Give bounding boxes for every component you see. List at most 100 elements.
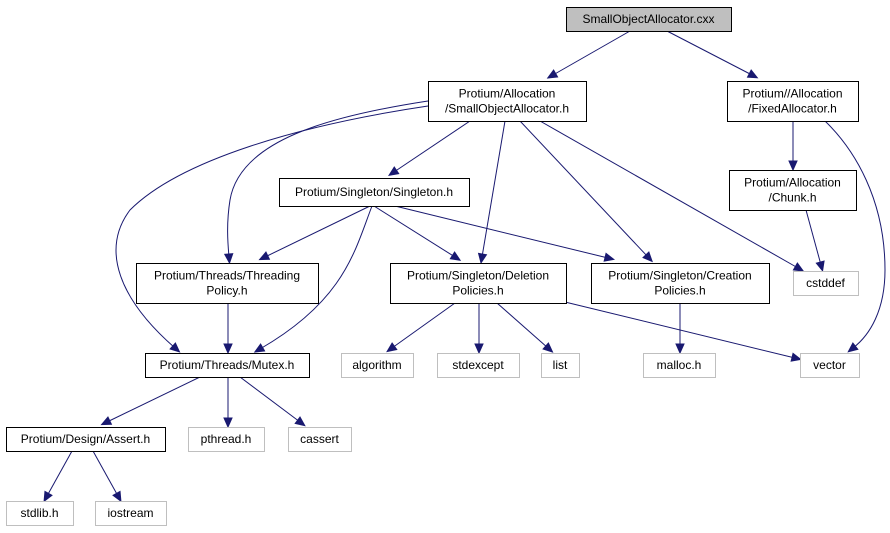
node-box-deletion_h [390,263,567,304]
node-box-singleton_h [279,178,470,207]
edge-singleton_h-to-creation_h [394,205,609,259]
node-box-cstddef [793,271,859,296]
node-fixed_h[interactable]: Protium//Allocation/FixedAllocator.h [727,81,859,122]
node-label-deletion_h-1: Policies.h [452,284,503,298]
arrowhead-singleton_h-to-threading_h [258,251,271,261]
edge-assert_h-to-iostream [92,450,119,497]
node-stdexcept: stdexcept [437,353,520,378]
edge-singleton_h-to-mutex_h [259,205,373,350]
node-box-root [566,7,732,32]
arrowhead-threading_h-to-mutex_h [223,343,233,355]
node-box-creation_h [591,263,770,304]
edge-soa_h-to-threading_h [227,100,429,258]
node-label-soa_h-1: /SmallObjectAllocator.h [445,102,569,116]
node-chunk_h[interactable]: Protium/Allocation/Chunk.h [729,170,857,211]
node-box-pthread_h [188,427,265,452]
node-box-malloc_h [643,353,716,378]
arrowhead-fixed_h-to-vector [847,342,859,353]
node-iostream: iostream [95,501,167,526]
arrowhead-singleton_h-to-mutex_h [253,343,266,353]
edge-mutex_h-to-assert_h [106,376,201,423]
arrowhead-deletion_h-to-algorithm [386,342,398,353]
arrowhead-mutex_h-to-pthread_h [223,417,233,429]
node-box-stdexcept [437,353,520,378]
node-box-threading_h [136,263,319,304]
node-stdlib_h: stdlib.h [6,501,74,526]
node-vector: vector [800,353,860,378]
edge-mutex_h-to-cassert [239,376,301,423]
node-malloc_h: malloc.h [643,353,716,378]
edge-assert_h-to-stdlib_h [46,450,73,497]
arrowhead-singleton_h-to-deletion_h [449,251,462,261]
arrowhead-mutex_h-to-assert_h [100,416,113,426]
node-label-creation_h-1: Policies.h [654,284,705,298]
arrowhead-singleton_h-to-creation_h [603,252,616,262]
arrowhead-soa_h-to-threading_h [223,253,234,265]
node-label-creation_h-0: Protium/Singleton/Creation [608,269,751,283]
edge-root-to-soa_h [552,30,631,76]
arrowhead-deletion_h-to-vector [790,352,803,362]
node-label-algorithm-0: algorithm [352,358,401,372]
node-label-vector-0: vector [813,358,846,372]
node-singleton_h[interactable]: Protium/Singleton/Singleton.h [279,178,470,207]
arrowhead-deletion_h-to-stdexcept [474,343,484,355]
node-box-vector [800,353,860,378]
node-label-fixed_h-0: Protium//Allocation [742,87,842,101]
node-label-malloc_h-0: malloc.h [657,358,702,372]
node-mutex_h[interactable]: Protium/Threads/Mutex.h [145,353,310,378]
node-box-fixed_h [727,81,859,122]
node-box-iostream [95,501,167,526]
node-label-singleton_h-0: Protium/Singleton/Singleton.h [295,185,453,199]
node-list: list [541,353,580,378]
node-pthread_h: pthread.h [188,427,265,452]
arrowhead-root-to-soa_h [546,69,559,79]
node-box-algorithm [341,353,414,378]
edge-singleton_h-to-deletion_h [373,205,456,258]
node-box-mutex_h [145,353,310,378]
node-label-chunk_h-0: Protium/Allocation [744,176,841,190]
arrowhead-deletion_h-to-list [542,342,554,353]
edge-soa_h-to-cstddef [539,120,799,269]
arrowhead-creation_h-to-malloc_h [675,343,685,355]
arrowhead-chunk_h-to-cstddef [815,260,825,272]
arrowhead-assert_h-to-iostream [112,490,122,503]
node-box-list [541,353,580,378]
node-label-threading_h-0: Protium/Threads/Threading [154,269,300,283]
edge-chunk_h-to-cstddef [805,209,822,266]
node-label-pthread_h-0: pthread.h [201,432,252,446]
node-label-iostream-0: iostream [107,506,153,520]
edge-deletion_h-to-list [496,302,549,349]
node-box-soa_h [428,81,587,122]
node-cstddef: cstddef [793,271,859,296]
node-label-stdlib_h-0: stdlib.h [20,506,58,520]
arrowhead-soa_h-to-singleton_h [387,166,400,177]
nodes-layer: SmallObjectAllocator.cxxProtium/Allocati… [6,7,860,526]
edge-singleton_h-to-threading_h [264,205,371,258]
node-label-threading_h-1: Policy.h [206,284,247,298]
node-cassert: cassert [288,427,352,452]
arrowhead-assert_h-to-stdlib_h [43,490,53,503]
edge-soa_h-to-mutex_h [115,105,429,349]
node-label-soa_h-0: Protium/Allocation [459,87,556,101]
edge-root-to-fixed_h [666,30,753,76]
node-box-cassert [288,427,352,452]
node-label-stdexcept-0: stdexcept [452,358,504,372]
node-box-assert_h [6,427,166,452]
edge-soa_h-to-deletion_h [481,120,506,258]
node-label-cstddef-0: cstddef [806,276,845,290]
node-soa_h[interactable]: Protium/Allocation/SmallObjectAllocator.… [428,81,587,122]
arrowhead-mutex_h-to-cassert [294,416,306,427]
node-algorithm: algorithm [341,353,414,378]
node-assert_h[interactable]: Protium/Design/Assert.h [6,427,166,452]
node-root[interactable]: SmallObjectAllocator.cxx [566,7,732,32]
node-label-mutex_h-0: Protium/Threads/Mutex.h [160,358,295,372]
node-label-chunk_h-1: /Chunk.h [768,191,816,205]
node-label-fixed_h-1: /FixedAllocator.h [748,102,837,116]
node-box-stdlib_h [6,501,74,526]
arrowhead-root-to-fixed_h [746,69,759,79]
edges-layer [43,30,886,503]
